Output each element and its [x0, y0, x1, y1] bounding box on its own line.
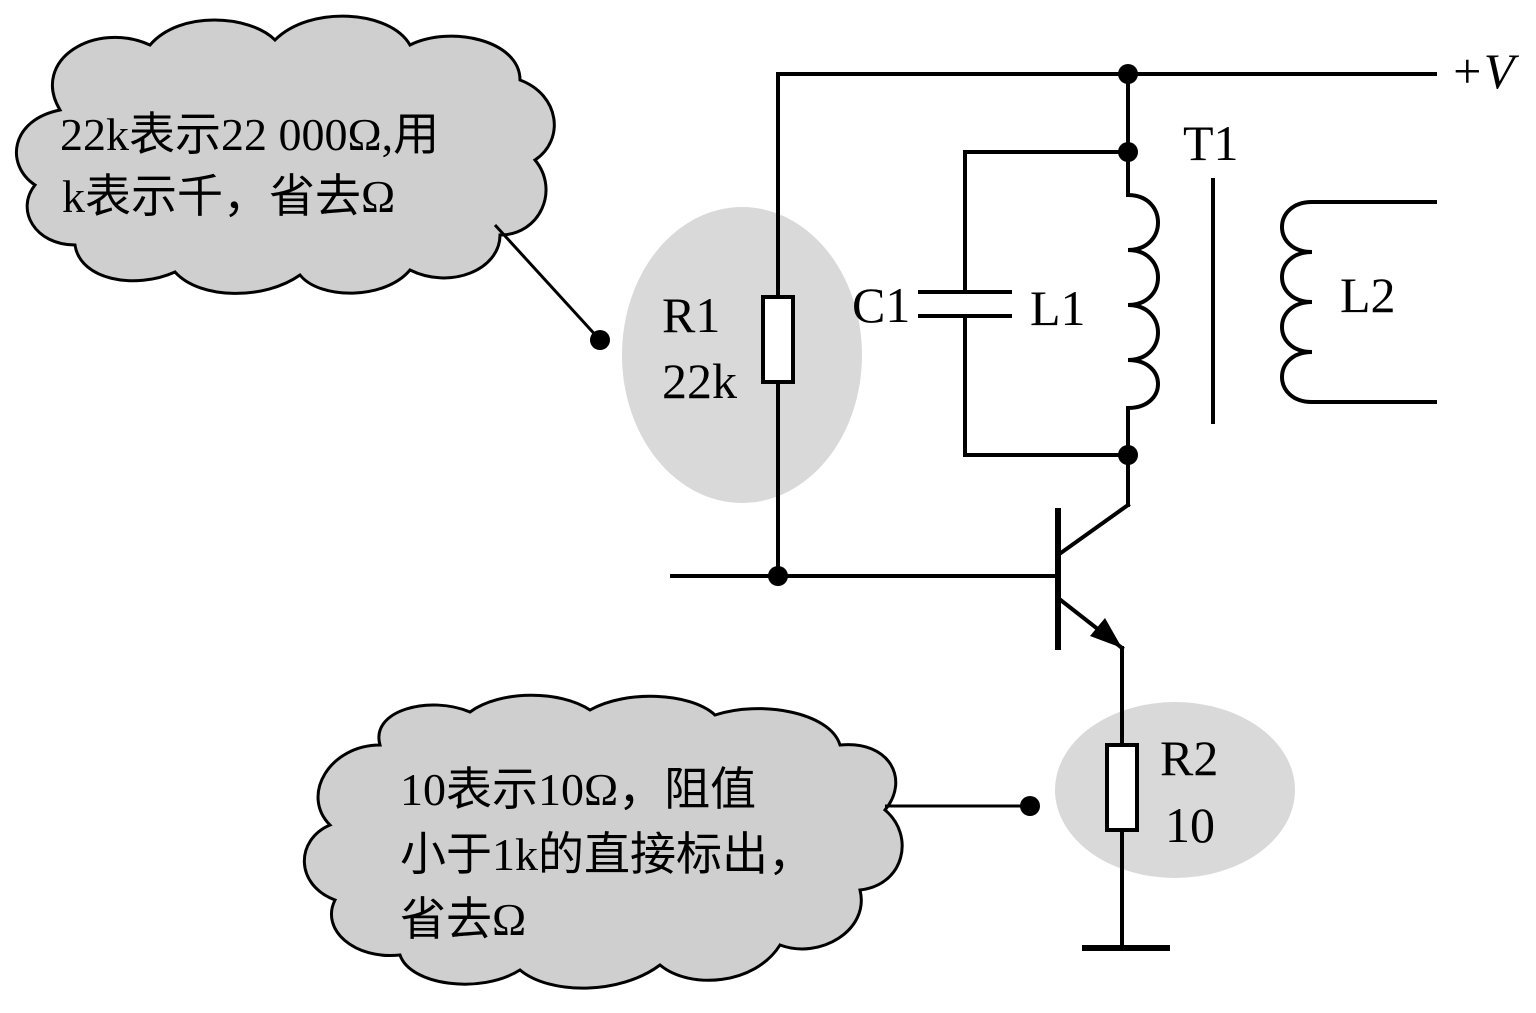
emitter-arrow-icon — [1090, 618, 1122, 648]
r1-body — [761, 295, 795, 384]
bottom-note-line-3: 省去Ω — [400, 894, 526, 945]
top-note-line-1: 22k表示22 000Ω,用 — [60, 109, 439, 160]
top-note-cloud — [14, 14, 556, 295]
base-wire — [670, 566, 1060, 586]
r2-resistor: R2 10 — [1105, 730, 1218, 950]
bottom-note-line-1: 10表示10Ω，阻值 — [400, 764, 756, 815]
l1-coil — [1125, 192, 1160, 411]
t1-label: T1 — [1183, 115, 1239, 171]
bottom-note-cloud — [302, 693, 904, 990]
bottom-note-leader-dot — [1020, 796, 1040, 816]
r1-name-label: R1 — [662, 287, 720, 343]
base-node-dot — [768, 566, 788, 586]
l1-label: L1 — [1030, 280, 1086, 336]
bottom-note-line-2: 小于1k的直接标出， — [400, 829, 814, 880]
r1-highlight — [622, 207, 862, 503]
top-note-leader — [493, 223, 602, 342]
transistor-collector — [1055, 502, 1131, 558]
supply-label: +V — [1450, 43, 1520, 99]
tank-circuit: C1 L1 — [852, 72, 1160, 507]
l2-label: L2 — [1340, 267, 1396, 323]
transistor — [1055, 502, 1131, 747]
c1-label: C1 — [852, 277, 910, 333]
supply-rail: +V — [776, 43, 1520, 99]
l2-coil — [1280, 199, 1315, 405]
transformer-t1: T1 L2 — [1183, 115, 1437, 424]
r2-body — [1105, 743, 1139, 832]
r1-resistor: R1 22k — [662, 72, 795, 578]
bottom-note-callout: 10表示10Ω，阻值 小于1k的直接标出， 省去Ω — [302, 693, 1040, 990]
r1-value-label: 22k — [662, 353, 737, 409]
top-note-callout: 22k表示22 000Ω,用 k表示千，省去Ω — [14, 14, 610, 350]
top-note-leader-dot — [590, 330, 610, 350]
top-note-line-2: k表示千，省去Ω — [62, 171, 395, 222]
tank-bottom-dot — [1118, 445, 1138, 465]
r2-value-label: 10 — [1165, 797, 1215, 853]
r2-name-label: R2 — [1160, 730, 1218, 786]
